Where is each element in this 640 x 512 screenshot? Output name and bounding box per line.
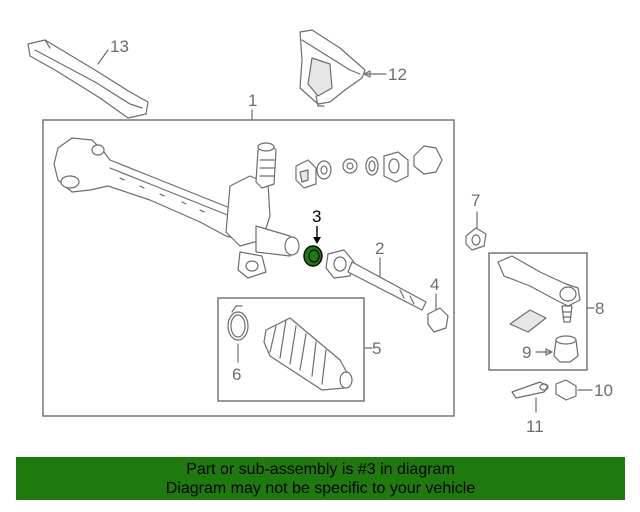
callout-11: 11 — [526, 417, 544, 436]
part-11-cotter-pin[interactable] — [511, 381, 549, 399]
callout-3: 3 — [312, 207, 321, 226]
callout-5: 5 — [372, 339, 381, 358]
part-7-clip[interactable] — [465, 227, 487, 251]
part-13-bracket[interactable] — [27, 39, 149, 119]
part-2-tie-rod[interactable] — [325, 249, 427, 311]
banner-line-2: Diagram may not be specific to your vehi… — [165, 480, 476, 497]
callout-8: 8 — [595, 299, 604, 318]
callout-7: 7 — [471, 191, 480, 210]
arrow-9 — [545, 348, 553, 356]
part-9-boot[interactable] — [553, 335, 579, 363]
part-12-insulator[interactable] — [299, 29, 366, 107]
callout-6: 6 — [232, 365, 241, 384]
part-5-boot[interactable] — [263, 317, 353, 391]
part-10-cap[interactable] — [555, 379, 577, 401]
callout-10: 10 — [594, 381, 613, 400]
leader-13 — [97, 49, 109, 65]
part-8-tie-rod-end[interactable] — [497, 255, 581, 333]
subassembly-box-5 — [217, 297, 365, 402]
callout-1: 1 — [248, 91, 257, 110]
arrow-3 — [313, 237, 321, 244]
part-3-seal-ring[interactable] — [303, 245, 323, 267]
subassembly-box-8 — [488, 252, 588, 371]
part-4-nut[interactable] — [427, 307, 449, 333]
assembly-box-1 — [42, 119, 455, 417]
part-6-clamp[interactable] — [227, 305, 249, 341]
callout-4: 4 — [430, 275, 439, 294]
info-banner: Part or sub-assembly is #3 in diagram Di… — [16, 457, 625, 500]
callout-9: 9 — [522, 343, 531, 362]
part-mount-bushings[interactable] — [295, 145, 443, 189]
callout-2: 2 — [375, 239, 384, 258]
callout-12: 12 — [388, 65, 407, 84]
callout-13: 13 — [110, 37, 129, 56]
arrow-12 — [363, 70, 371, 78]
banner-line-1: Part or sub-assembly is #3 in diagram — [186, 461, 455, 478]
part-1-steering-rack[interactable] — [53, 137, 300, 279]
